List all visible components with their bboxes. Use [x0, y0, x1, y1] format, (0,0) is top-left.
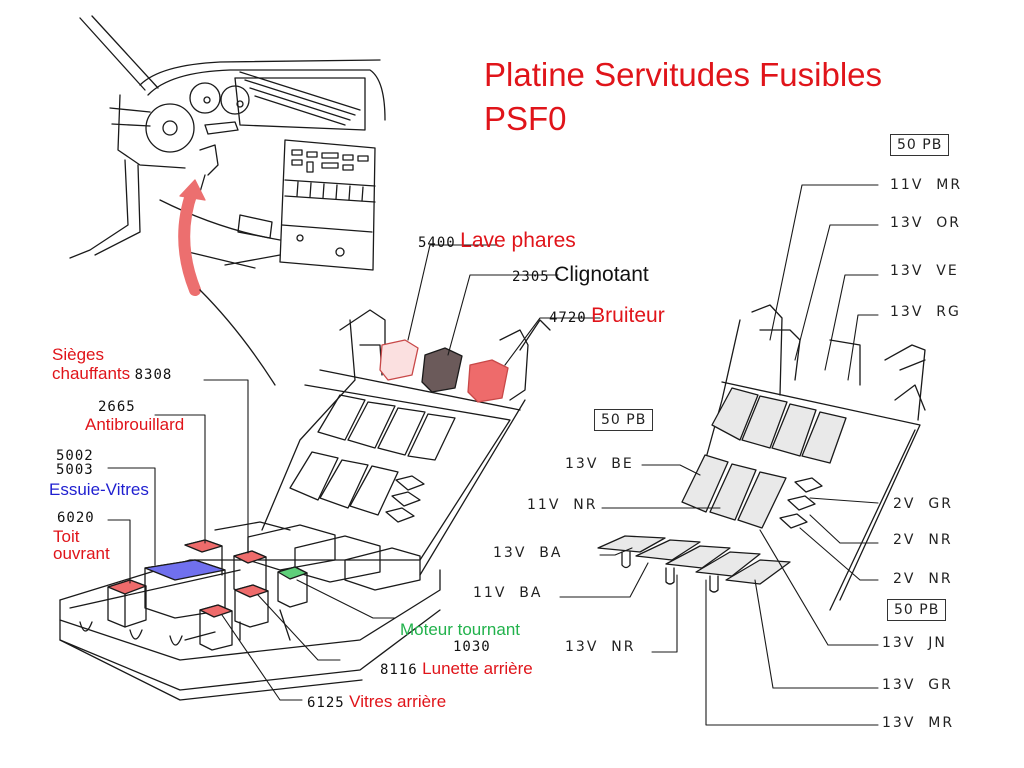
label-essuie-name: Essuie-Vitres [49, 480, 149, 499]
relay-name: Vitres arrière [349, 692, 447, 711]
relay-code: 8116 [380, 662, 418, 678]
connector-box-middle: 50 PB [594, 409, 654, 431]
label-clignotant: 2305 Clignotant [512, 264, 649, 285]
wire-label: 13V MR [882, 715, 955, 731]
wire-label: 13V OR [890, 215, 962, 231]
fuse-box-right [597, 304, 926, 611]
label-sieges: chauffants 8308 [52, 365, 172, 383]
label-essuie-code2: 5003 [56, 462, 94, 478]
relay-code: 2305 [512, 269, 550, 285]
label-essuie-code1: 5002 [56, 448, 94, 464]
label-toit-line1: Toit [53, 527, 80, 546]
fuse-red-lunette [234, 584, 269, 598]
connector-box-bottom: 50 PB [887, 599, 947, 621]
fuse-red-sieges [233, 550, 267, 564]
label-lunette: 8116 Lunette arrière [380, 660, 533, 678]
relay-lave-phares [379, 339, 419, 381]
relay-clignotant [421, 347, 463, 393]
connector-box-top: 50 PB [890, 134, 950, 156]
label-antibrouillard-code: 2665 [98, 399, 136, 415]
wire-label: 13V VE [890, 263, 959, 279]
wire-label: 13V BE [565, 456, 634, 472]
label-sieges-line1: Sièges [52, 345, 104, 364]
wire-label: 13V JN [882, 635, 947, 651]
wire-label: 2V NR [893, 532, 953, 548]
label-bruiteur: 4720 Bruiteur [549, 305, 665, 326]
fuse-red-toit [107, 579, 147, 595]
fuse-blue-essuie [144, 559, 226, 581]
relay-code: 6125 [307, 695, 345, 711]
wire-label: 13V BA [493, 545, 563, 561]
red-arrow [178, 186, 201, 296]
label-toit-line2: ouvrant [53, 544, 110, 563]
label-moteur-name: Moteur tournant [400, 620, 521, 639]
wire-label: 13V GR [882, 677, 953, 693]
wire-label: 13V RG [890, 304, 961, 320]
wire-label: 11V BA [473, 585, 543, 601]
relay-name: Lunette arrière [422, 659, 533, 678]
fuse-red-antibrouillard [184, 539, 223, 553]
wire-label: 2V GR [893, 496, 953, 512]
wire-label: 2V NR [893, 571, 953, 587]
relay-name: Lave phares [460, 229, 576, 252]
label-moteur-code: 1030 [453, 639, 491, 655]
diagram-title-line2: PSF0 [484, 100, 567, 137]
label-toit-code: 6020 [57, 510, 95, 526]
wire-label: 11V MR [890, 177, 963, 193]
wire-label: 11V NR [527, 497, 598, 513]
relay-name: chauffants [52, 364, 131, 383]
label-antibrouillard-name: Antibrouillard [85, 415, 185, 434]
label-vitres: 6125 Vitres arrière [307, 693, 446, 711]
dashboard-illustration [69, 15, 386, 271]
relay-code: 8308 [134, 367, 173, 383]
relay-bruiteur [467, 359, 509, 403]
wire-label: 13V NR [565, 639, 636, 655]
fuse-red-vitres [199, 604, 233, 618]
label-lave-phares: 5400 Lave phares [418, 230, 576, 251]
relay-name: Clignotant [554, 263, 649, 286]
diagram-title-line1: Platine Servitudes Fusibles [484, 56, 883, 93]
relay-code: 5400 [418, 235, 456, 251]
relay-name: Bruiteur [591, 304, 665, 327]
relay-code: 4720 [549, 310, 587, 326]
fuse-green-moteur [277, 566, 308, 580]
